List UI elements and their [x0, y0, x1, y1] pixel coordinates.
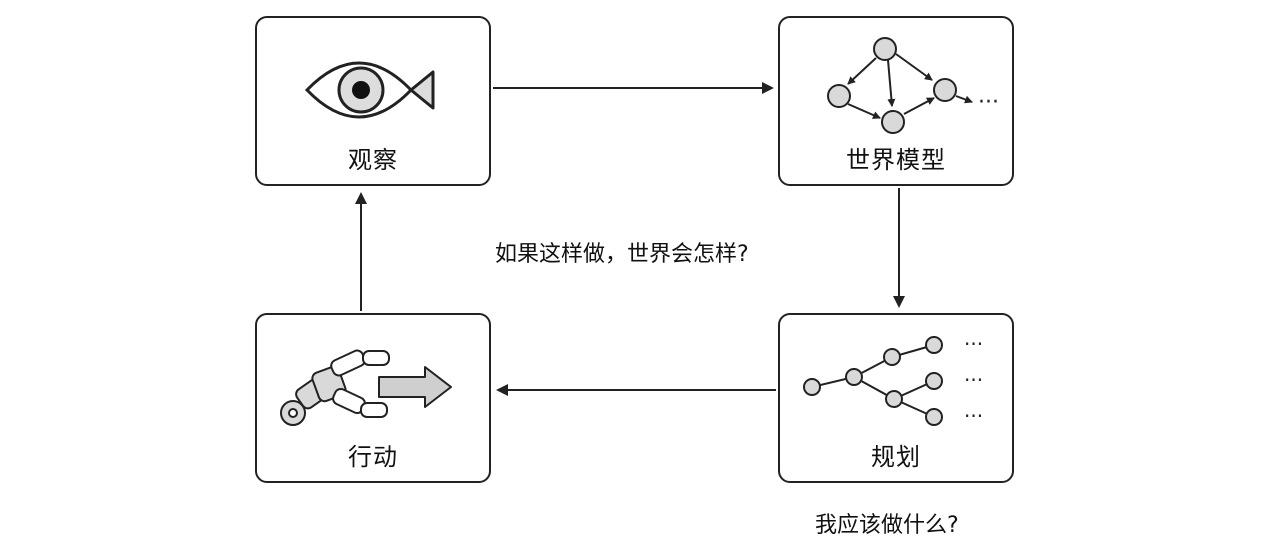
- graph-ellipsis: ···: [978, 90, 999, 115]
- tree-node: [845, 368, 863, 386]
- plan-question-caption: 我应该做什么?: [815, 513, 959, 538]
- tree-node: [925, 372, 943, 390]
- eye-icon: [304, 61, 435, 119]
- graph-node: [933, 78, 957, 102]
- robot-arm-icon: [280, 349, 452, 426]
- tree-node: [885, 390, 903, 408]
- tree-ellipsis: ···: [964, 368, 983, 392]
- graph-node: [873, 37, 897, 61]
- action-node: 行动: [255, 313, 491, 483]
- tree-node: [925, 408, 943, 426]
- tree-node: [883, 348, 901, 366]
- world-model-question-caption: 如果这样做，世界会怎样?: [495, 242, 749, 267]
- world-model-label: 世界模型: [846, 146, 946, 174]
- action-label: 行动: [348, 443, 398, 471]
- tree-node: [803, 378, 821, 396]
- graph-network-icon: ···: [827, 37, 999, 134]
- observe-label: 观察: [348, 146, 398, 174]
- tree-node: [925, 336, 943, 354]
- graph-node: [881, 110, 905, 134]
- branching-tree-icon: ··· ··· ···: [803, 332, 983, 428]
- observe-node: 观察: [255, 16, 491, 186]
- tree-ellipsis: ···: [964, 404, 983, 428]
- world-model-node: ··· 世界模型: [778, 16, 1014, 186]
- tree-ellipsis: ···: [964, 332, 983, 356]
- graph-node: [827, 84, 851, 108]
- plan-node: ··· ··· ··· 规划: [778, 313, 1014, 483]
- plan-label: 规划: [871, 443, 921, 471]
